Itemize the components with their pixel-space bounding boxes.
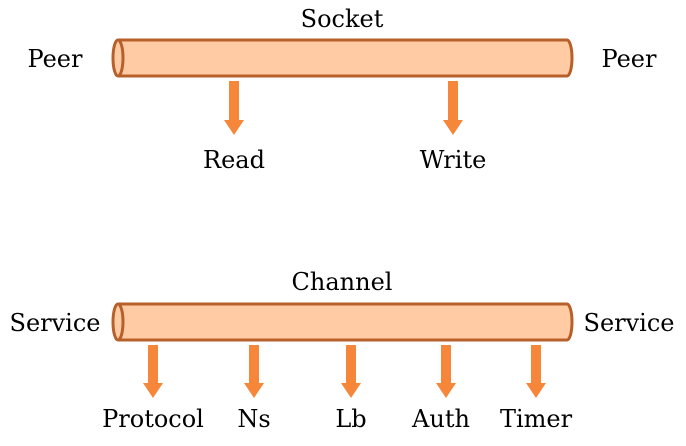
- socket-group: Socket Peer Peer Read Write: [28, 5, 657, 174]
- channel-right-service-label: Service: [584, 309, 675, 337]
- socket-pipe-left-cap: [111, 38, 125, 78]
- socket-output-write: Write: [420, 146, 487, 174]
- channel-pipe: [111, 302, 574, 342]
- socket-output-read: Read: [203, 146, 265, 174]
- socket-title: Socket: [301, 5, 384, 33]
- socket-pipe: [111, 38, 574, 78]
- channel-pipe-left-cap: [111, 302, 125, 342]
- channel-timer-arrow: [526, 345, 546, 398]
- channel-auth-arrow: [436, 345, 456, 398]
- channel-group: Channel Service Service Protocol Ns Lb A…: [10, 268, 675, 433]
- channel-output-ns: Ns: [237, 405, 270, 433]
- channel-output-timer: Timer: [500, 405, 573, 433]
- socket-write-arrow: [443, 81, 463, 135]
- channel-output-protocol: Protocol: [102, 405, 204, 433]
- socket-left-peer-label: Peer: [28, 45, 83, 73]
- channel-output-auth: Auth: [411, 405, 470, 433]
- channel-lb-arrow: [341, 345, 361, 398]
- socket-read-arrow: [224, 81, 244, 135]
- channel-left-service-label: Service: [10, 309, 101, 337]
- channel-title: Channel: [292, 268, 393, 296]
- channel-output-lb: Lb: [335, 405, 366, 433]
- socket-right-peer-label: Peer: [602, 45, 657, 73]
- channel-ns-arrow: [244, 345, 264, 398]
- channel-protocol-arrow: [143, 345, 163, 398]
